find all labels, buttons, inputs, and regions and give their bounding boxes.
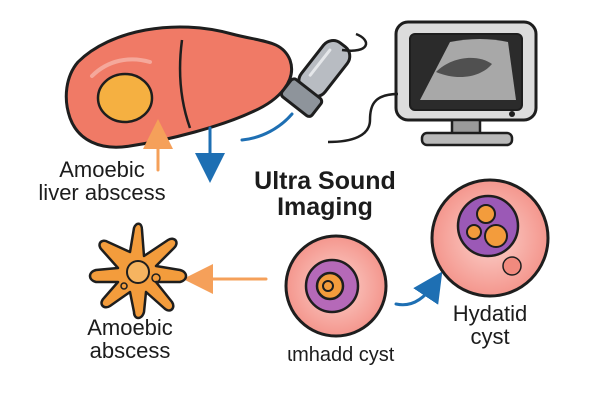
amoeba-icon xyxy=(88,222,188,320)
label-ultrasound-imaging: Ultra Sound Imaging xyxy=(240,168,410,221)
label-line: Ultra Sound xyxy=(254,167,396,195)
label-line: Imaging xyxy=(277,193,373,222)
label-amoebic-liver-abscess: Amoebic liver abscess xyxy=(22,158,182,204)
label-line: Hydatid xyxy=(452,301,528,326)
liver-icon xyxy=(64,25,293,149)
label-cyst: ɩmhadd cyst xyxy=(287,344,395,366)
label-amoebic-abscess: Amoebic abscess xyxy=(60,316,200,362)
ultrasound-beam-curve xyxy=(240,112,294,142)
liver-lesion xyxy=(96,72,154,124)
arrow-blue-curve xyxy=(394,271,443,307)
hydatid-cyst-icon xyxy=(430,178,550,298)
label-line: cyst xyxy=(470,324,510,350)
label-line: Amoebic xyxy=(59,157,145,182)
ultrasound-probe-icon xyxy=(279,38,352,118)
label-line: liver abscess xyxy=(38,180,166,206)
cyst-target-icon xyxy=(284,234,388,338)
ultrasound-monitor-icon xyxy=(394,20,538,147)
label-line: abscess xyxy=(89,338,171,364)
label-hydatid-cyst: Hydatid cyst xyxy=(430,302,550,348)
label-line: Amoebic xyxy=(87,315,173,340)
